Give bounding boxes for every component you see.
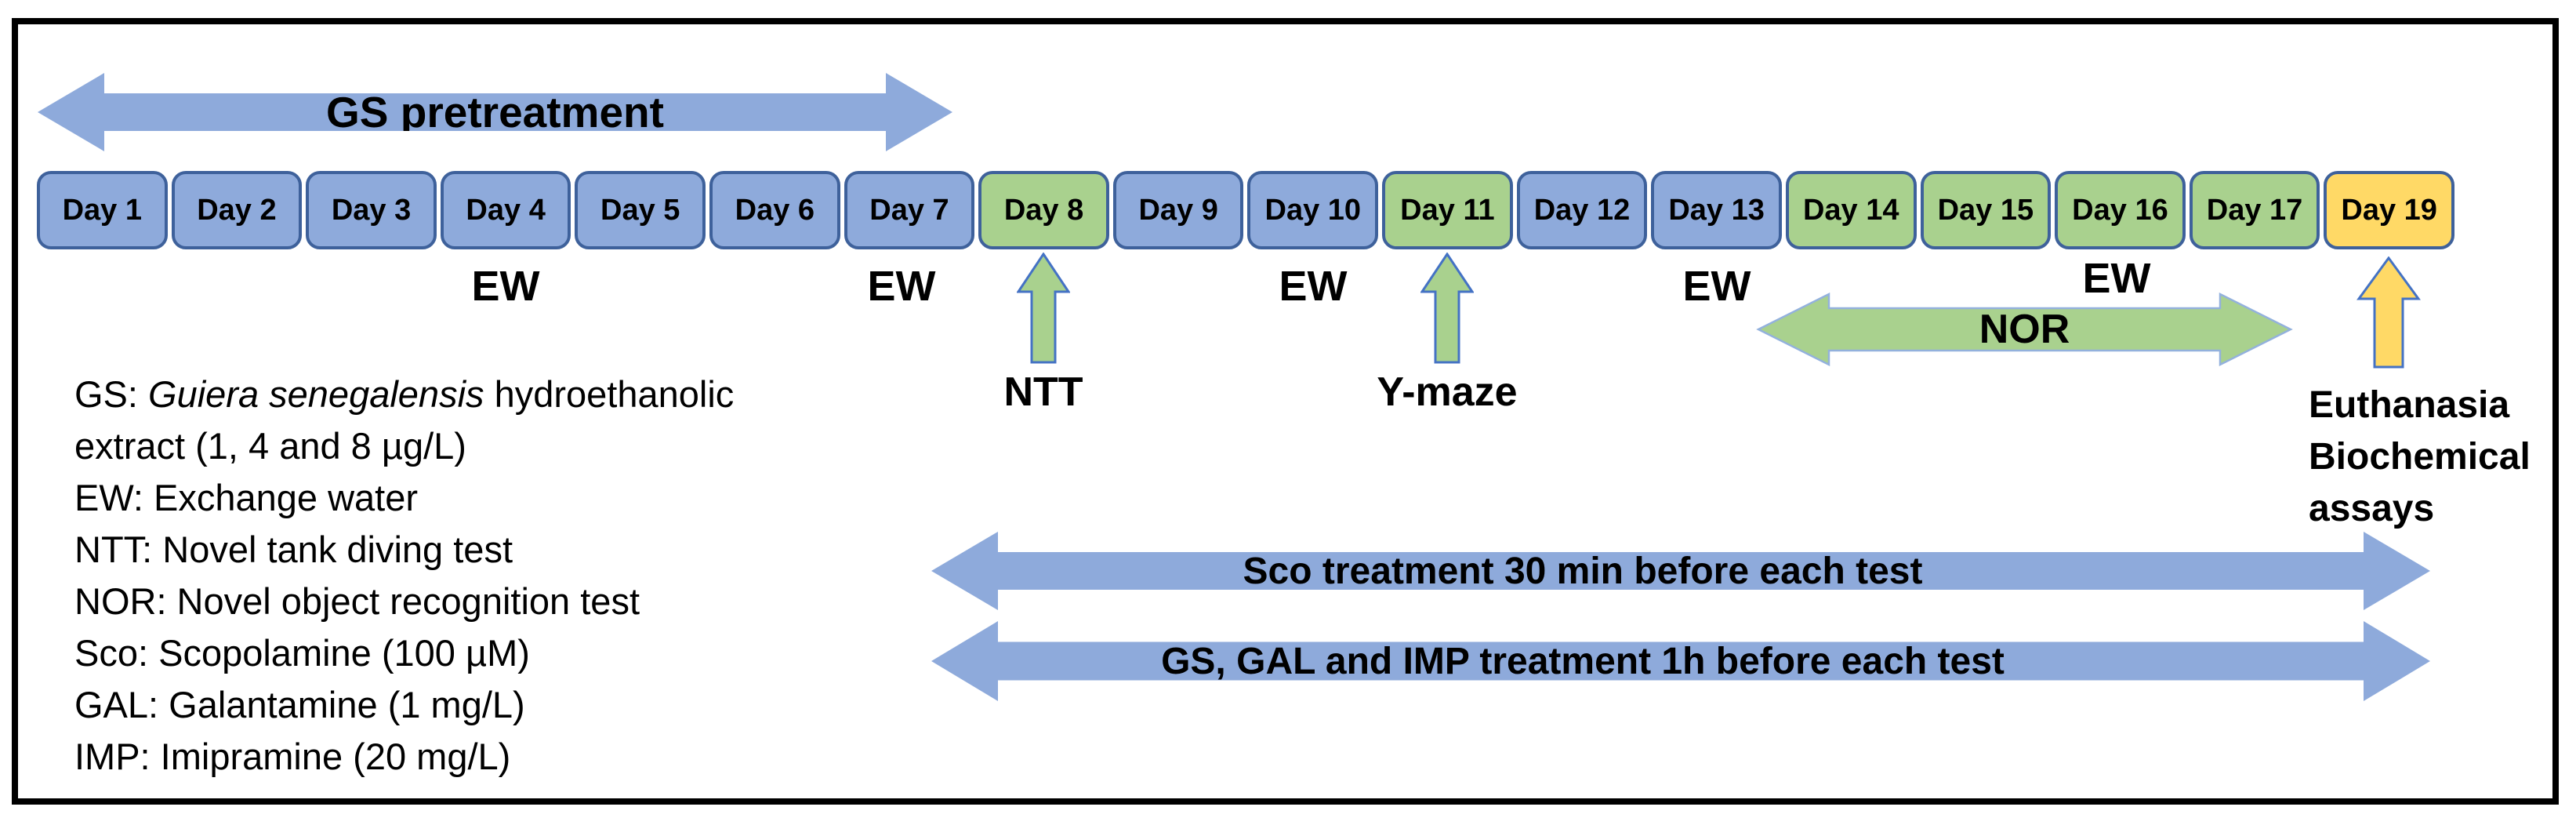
day-box-day-9: Day 9 — [1112, 171, 1244, 249]
ntt-up-arrow — [1016, 252, 1071, 364]
day-box-day-5: Day 5 — [575, 171, 706, 249]
legend-line-extract: extract (1, 4 and 8 µg/L) — [74, 425, 466, 467]
day-box-day-8: Day 8 — [978, 171, 1109, 249]
day-box-day-15: Day 15 — [1920, 171, 2052, 249]
double-arrow-icon — [1756, 292, 2293, 367]
legend-gs-prefix: GS: — [74, 373, 149, 415]
day-box-day-19: Day 19 — [2324, 171, 2454, 249]
up-arrow-icon — [1016, 252, 1071, 364]
day-box-day-12: Day 12 — [1516, 171, 1648, 249]
up-arrow-icon — [1420, 252, 1475, 364]
legend-line-ew: EW: Exchange water — [74, 477, 419, 518]
day-box-day-6: Day 6 — [709, 171, 840, 249]
day-box-day-1: Day 1 — [37, 171, 168, 249]
nor-label: NOR — [1979, 307, 2070, 352]
euthanasia-up-arrow — [2356, 256, 2422, 369]
legend-line-sco: Sco: Scopolamine (100 µM) — [74, 632, 530, 674]
day-box-day-3: Day 3 — [306, 171, 437, 249]
day-box-day-14: Day 14 — [1785, 171, 1917, 249]
day-box-day-13: Day 13 — [1651, 171, 1782, 249]
ntt-label: NTT — [1003, 369, 1083, 415]
ew-marker-day13: EW — [1682, 263, 1751, 310]
legend-line-gal: GAL: Galantamine (1 mg/L) — [74, 684, 525, 725]
euthanasia-line-2: Biochemical — [2309, 436, 2531, 478]
gs-gal-imp-treatment-label: GS, GAL and IMP treatment 1h before each… — [1161, 640, 2005, 682]
legend: GS: Guiera senegalensis hydroethanolic e… — [74, 369, 734, 783]
euthanasia-line-1: Euthanasia — [2309, 384, 2510, 426]
legend-line-imp: IMP: Imipramine (20 mg/L) — [74, 736, 511, 777]
legend-line-nor: NOR: Novel object recognition test — [74, 580, 640, 622]
legend-line-gs: GS: Guiera senegalensis hydroethanolic — [74, 369, 734, 420]
nor-arrow: NOR — [1756, 292, 2293, 367]
day-box-day-7: Day 7 — [844, 171, 975, 249]
gs-pretreatment-label: GS pretreatment — [326, 88, 664, 136]
ymaze-label: Y-maze — [1377, 369, 1518, 415]
day-box-day-16: Day 16 — [2055, 171, 2186, 249]
up-arrow-icon — [2356, 256, 2421, 369]
ew-marker-day7: EW — [867, 263, 936, 310]
figure-border — [12, 18, 2559, 805]
euthanasia-text: Euthanasia Biochemical assays — [2309, 380, 2531, 535]
legend-gs-suffix: hydroethanolic — [484, 373, 735, 415]
day-box-day-2: Day 2 — [171, 171, 303, 249]
legend-line-ntt: NTT: Novel tank diving test — [74, 529, 513, 570]
day-box-day-11: Day 11 — [1382, 171, 1513, 249]
sco-treatment-label: Sco treatment 30 min before each test — [1243, 550, 1923, 592]
ew-marker-day16: EW — [2082, 255, 2151, 302]
day-box-day-10: Day 10 — [1247, 171, 1379, 249]
euthanasia-line-3: assays — [2309, 488, 2435, 529]
ew-marker-day4: EW — [471, 263, 540, 310]
legend-gs-species: Guiera senegalensis — [148, 373, 484, 415]
ymaze-up-arrow — [1420, 252, 1475, 364]
ew-marker-day10: EW — [1279, 263, 1348, 310]
day-box-day-17: Day 17 — [2189, 171, 2320, 249]
day-box-day-4: Day 4 — [440, 171, 571, 249]
